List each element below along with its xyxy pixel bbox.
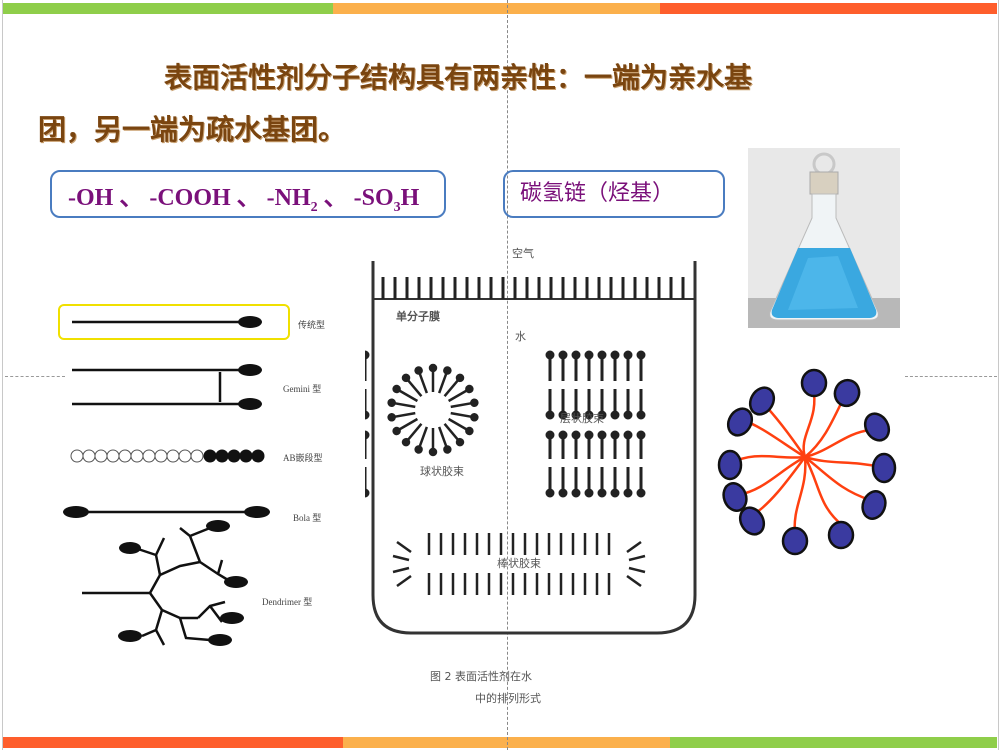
group-nh2: -NH	[260, 185, 311, 211]
label-traditional-type: 传统型	[298, 320, 326, 330]
label-gemini-type: Gemini 型	[283, 384, 322, 394]
bottom-bar-orange	[343, 737, 670, 748]
layered-micelle-label: 层状胶束	[560, 412, 604, 425]
traditional-type-highlight	[58, 304, 290, 340]
group-oh: -OH 、	[68, 185, 144, 211]
top-bar-green	[3, 3, 333, 14]
horizontal-guide-right	[905, 376, 997, 377]
monolayer-label: 单分子膜	[396, 310, 440, 323]
surfactant-structure-types-diagram	[63, 316, 270, 646]
hydrophobic-group-box	[503, 170, 725, 218]
beaker-arrangement-diagram	[365, 261, 697, 635]
water-label: 水	[515, 330, 526, 343]
label-dendrimer-type: Dendrimer 型	[262, 597, 313, 607]
so3h-subscript: 3	[393, 199, 401, 215]
title-line-2: 团，另一端为疏水基团。	[38, 113, 347, 146]
nh2-subscript: 2	[310, 199, 318, 215]
horizontal-guide-left	[5, 376, 65, 377]
title-line-1: 表面活性剂分子结构具有两亲性：一端为亲水基	[164, 61, 753, 94]
bottom-bar-red	[3, 737, 343, 748]
group-so3h: -SO	[347, 185, 394, 211]
micelle-illustration	[717, 368, 897, 556]
label-ab-block-type: AB嵌段型	[283, 453, 323, 463]
spherical-micelle-label: 球状胶束	[420, 465, 464, 478]
label-bola-type: Bola 型	[293, 513, 322, 523]
hydrophobic-group-text: 碳氢链（烃基）	[520, 181, 675, 206]
hydrophilic-groups-text: -OH 、 -COOH 、 -NH2 、 -SO3H	[68, 177, 419, 216]
vertical-guide-line	[507, 0, 508, 750]
figure-caption-line-1: 图 2 表面活性剂在水	[430, 670, 532, 683]
bottom-bar-green	[670, 737, 997, 748]
erlenmeyer-flask-icon	[748, 152, 900, 328]
air-label: 空气	[512, 247, 534, 260]
figure-caption-line-2: 中的排列形式	[475, 692, 541, 705]
rod-micelle-label: 棒状胶束	[497, 557, 541, 570]
top-bar-red	[660, 3, 997, 14]
flask-photo	[748, 148, 900, 328]
top-bar-orange	[333, 3, 660, 14]
group-cooh: -COOH 、	[143, 185, 261, 211]
separator: 、	[317, 185, 348, 211]
slide-title: 表面活性剂分子结构具有两亲性：一端为亲水基 团，另一端为疏水基团。	[38, 52, 878, 156]
hydrophilic-groups-box	[50, 170, 446, 218]
so3h-suffix: H	[400, 185, 420, 211]
